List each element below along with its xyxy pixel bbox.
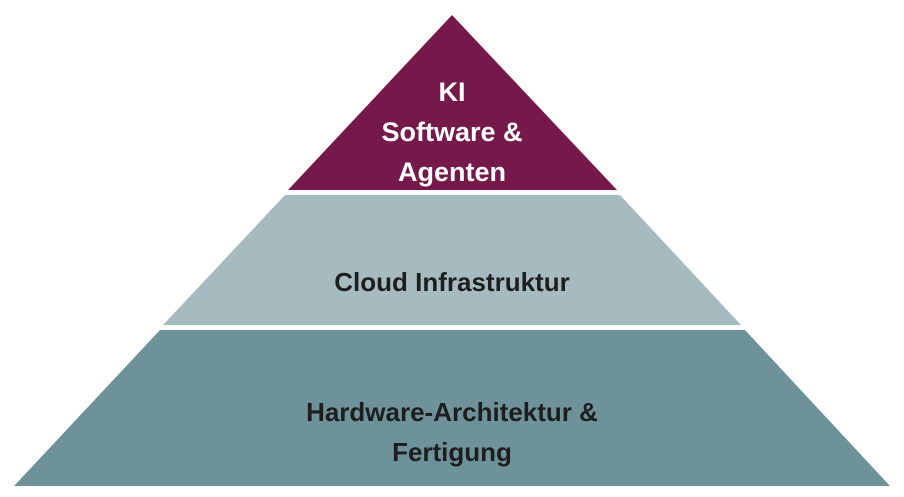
tier-bottom-line-2: Fertigung [392, 437, 512, 467]
tier-top-line-3: Agenten [398, 157, 506, 187]
tier-top-line-1: KI [438, 77, 466, 107]
pyramid-tier-bottom [14, 330, 890, 486]
tier-label-middle: Cloud Infrastruktur [0, 266, 904, 298]
tier-middle-line-1: Cloud Infrastruktur [334, 267, 570, 297]
tier-label-top: KI Software & Agenten [0, 72, 904, 192]
pyramid-tier-top [288, 15, 617, 190]
pyramid-tier-middle [163, 195, 741, 325]
tier-label-bottom: Hardware-Architektur & Fertigung [0, 392, 904, 472]
tier-top-line-2: Software & [381, 117, 523, 147]
tier-bottom-line-1: Hardware-Architektur & [306, 397, 598, 427]
